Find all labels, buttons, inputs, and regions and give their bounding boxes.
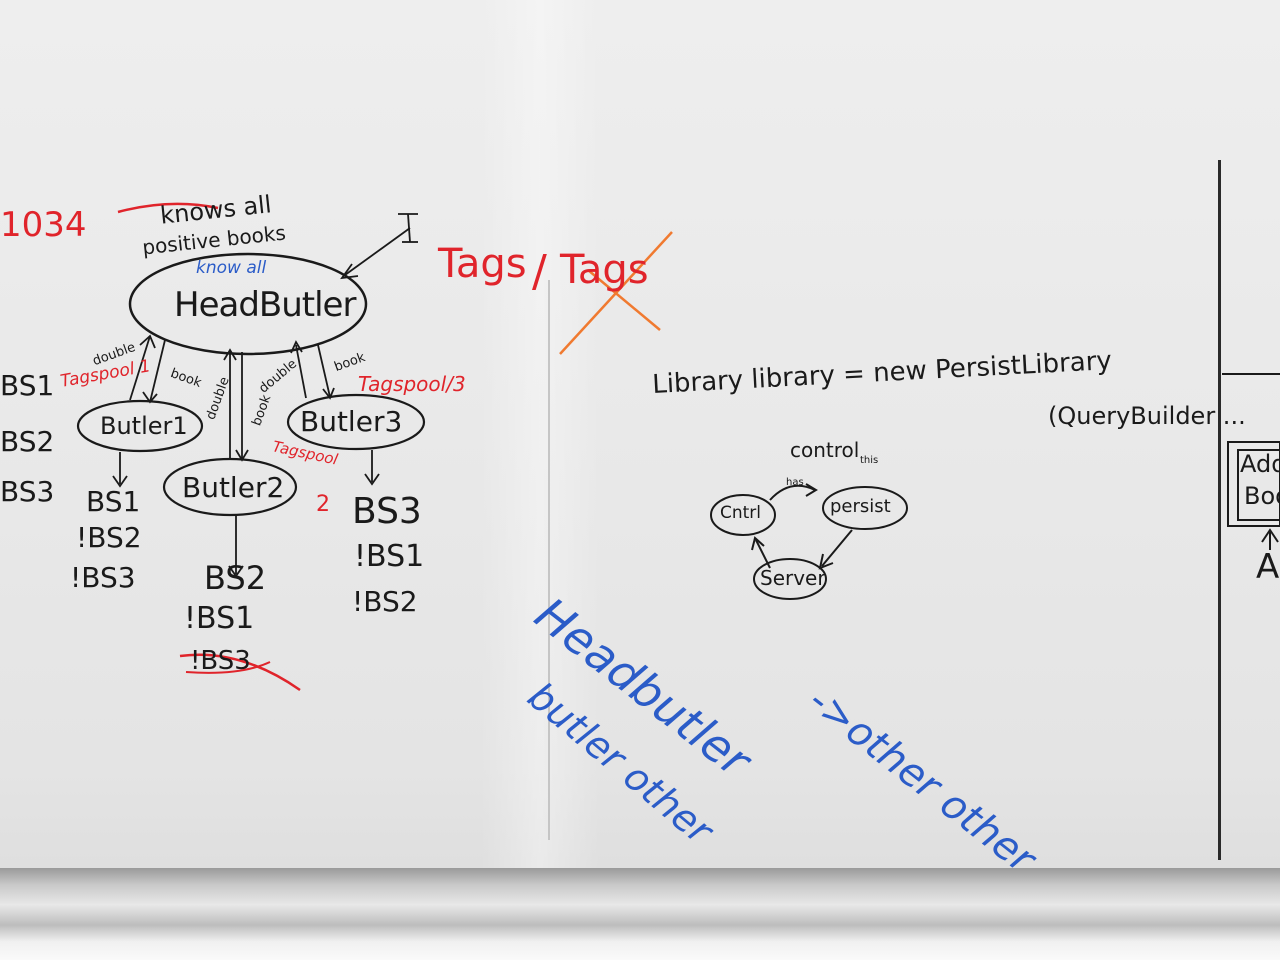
has-label: has [786, 477, 804, 488]
persist-label: persist [830, 496, 891, 517]
tags-crossed: Tags [560, 247, 649, 293]
tagspool-3-note: Tagspool/3 [358, 372, 466, 396]
butler2-bs1: !BS1 [184, 601, 255, 636]
red-number: 1034 [0, 205, 87, 245]
butler3-ellipse [286, 393, 426, 451]
butler2-label: Butler2 [182, 471, 285, 504]
butler3-bs3: BS3 [352, 491, 422, 532]
cntrl-label: Cntrl [720, 503, 762, 523]
marker-tray [0, 868, 1280, 960]
tags-title: Tags [438, 241, 527, 287]
butler1-bs1: BS1 [86, 485, 141, 518]
query-builder-line: (QueryBuilder ... [1048, 402, 1246, 430]
cntrl-ellipse [710, 494, 776, 536]
tagspool-2-number: 2 [316, 492, 330, 517]
butler3-bs2: !BS2 [352, 585, 418, 618]
butler3-label: Butler3 [300, 405, 403, 438]
know-all-blue: know all [196, 258, 267, 278]
butler2-ellipse [162, 457, 298, 517]
this-label: this [860, 455, 879, 466]
butler1-bs2: !BS2 [76, 521, 142, 554]
tags-slash: / [532, 246, 547, 297]
butler2-bs2: BS2 [204, 559, 267, 597]
left-bs3: BS3 [0, 475, 55, 508]
butler3-bs1: !BS1 [354, 539, 425, 574]
headbutler-ellipse [128, 252, 368, 356]
right-boo-text: Boo [1244, 482, 1280, 510]
butler1-label: Butler1 [100, 412, 188, 440]
right-add-text: Add [1240, 450, 1280, 478]
server-label: Server [760, 566, 826, 590]
headbutler-label: HeadButler [174, 285, 356, 325]
right-a-text: A [1256, 547, 1280, 587]
butler1-ellipse [76, 399, 204, 453]
butler1-bs3: !BS3 [70, 561, 136, 594]
left-bs2: BS2 [0, 425, 55, 458]
butler2-bs3: !BS3 [190, 646, 251, 676]
light-glare [480, 0, 600, 880]
server-ellipse [753, 558, 827, 600]
board-seam [548, 280, 550, 840]
control-label: control [790, 438, 860, 462]
left-bs1: BS1 [0, 369, 55, 402]
board-panel-divider [1218, 160, 1221, 860]
persist-ellipse [822, 486, 908, 530]
